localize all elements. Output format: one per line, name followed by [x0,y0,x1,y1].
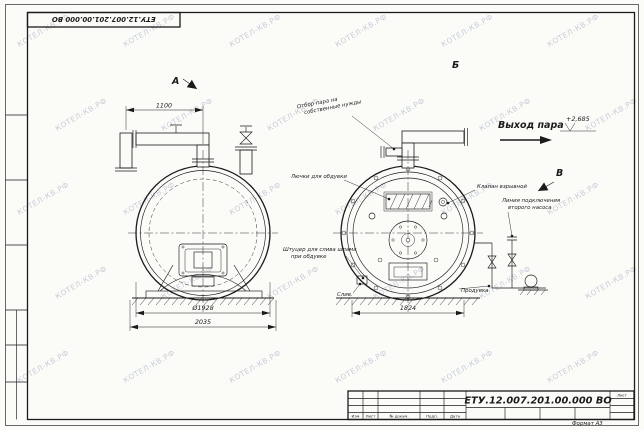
blowoff-hatch [383,191,433,212]
format-label: Формат А3 [572,421,603,427]
view-v-label: В [556,168,563,179]
annotation-sludge: Штуцер для слива шлама при обдувке [283,247,357,260]
annotation-explosion-valve: Клапан взрывной [477,184,527,190]
sheet-frame: ЕТУ.12.007.201.00.000 ВО [5,4,639,426]
svg-text:2035: 2035 [195,318,211,326]
view-v-arrow [537,181,555,192]
view-b: 1824 Б [333,60,548,317]
steam-outlet-label: Выход пара [498,120,564,131]
view-a: 1100 Ø1928 2035 А [115,76,278,331]
explosion-valve-fitting [438,197,448,207]
svg-text:при обдувке: при обдувке [291,254,327,260]
svg-text:Линия подключения: Линия подключения [501,198,561,204]
col-date: Дата [450,414,461,419]
title-block: Изм Лист № докум. Подп. Дата ЕТУ.12.007.… [347,390,635,421]
svg-text:второго насоса: второго насоса [508,205,552,211]
col-izm: Изм [352,414,360,419]
elevation-value: +2,685 [566,115,590,123]
steam-piping-a [115,124,257,175]
fitting-left [368,212,376,220]
view-b-label: Б [452,60,459,71]
svg-text:Штуцер для слива шлама: Штуцер для слива шлама [283,247,357,253]
annotations: Отбор пара на собственные нужды Лючки дл… [283,97,596,298]
svg-text:1100: 1100 [156,102,172,110]
col-list: Лист [366,414,377,419]
title-designation: ЕТУ.12.007.201.00.000 ВО [464,396,611,407]
annotation-pump-line: Линия подключения второго насоса [501,198,561,211]
fitting-right [440,212,448,220]
dimension-diameter: Ø1928 [135,282,271,317]
dimension-overall: 2035 [129,300,277,331]
steam-piping-b [380,128,468,169]
svg-text:Ø1928: Ø1928 [191,304,213,312]
dimension-1824: 1824 [351,300,465,317]
pump-piping [474,236,548,296]
col-doc: № докум. [389,414,408,419]
col-sign: Подп. [426,414,438,419]
top-stamp-designation: ЕТУ.12.007.201.00.000 ВО [52,15,156,23]
dimension-1100: 1100 [125,102,204,144]
view-a-label: А [171,76,179,87]
annotation-drain: Слив. [337,292,353,298]
sheet-label: Лист [617,393,628,398]
drain-stub [356,275,368,285]
annotation-own-needs: Отбор пара на собственные нужды [297,97,363,116]
view-a-arrow [182,78,198,90]
annotation-blowdown: Продувка [461,288,488,294]
elevation-mark [560,122,596,132]
pump-symbol [524,274,538,288]
top-stamp-box [26,11,181,28]
svg-text:1824: 1824 [400,304,416,312]
annotation-hatches: Лючки для обдувки [290,174,347,180]
